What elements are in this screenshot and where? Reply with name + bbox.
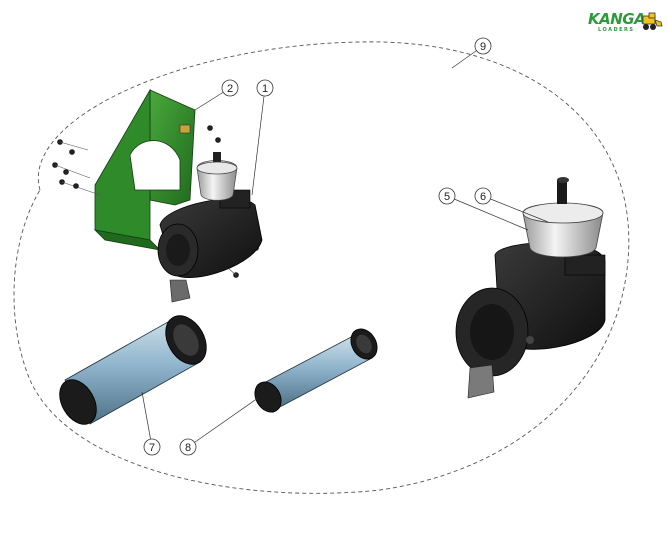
callout-number: 6 bbox=[480, 191, 486, 203]
callout-number: 8 bbox=[185, 442, 191, 454]
pre-cleaner-bowl bbox=[522, 177, 604, 258]
callout-6: 6 bbox=[474, 187, 549, 223]
callout-bubble bbox=[179, 438, 197, 456]
callout-number: 7 bbox=[149, 442, 155, 454]
assembly-boundary-outline bbox=[13, 41, 630, 494]
leader-line bbox=[482, 195, 549, 223]
callout-number: 5 bbox=[444, 191, 450, 203]
callout-1: 1 bbox=[251, 79, 274, 196]
brand-logo: KANGA LOADERS bbox=[588, 8, 664, 38]
leader-line bbox=[141, 391, 153, 448]
loader-vehicle-icon bbox=[642, 12, 663, 30]
callout-bubble bbox=[474, 37, 492, 55]
leader-line bbox=[446, 195, 529, 231]
secondary-filter-element bbox=[254, 328, 378, 413]
brand-tagline: LOADERS bbox=[598, 27, 635, 33]
callout-bubble bbox=[438, 187, 456, 205]
callout-bubble bbox=[143, 438, 161, 456]
callout-9: 9 bbox=[451, 37, 492, 69]
primary-filter-element bbox=[59, 315, 207, 425]
callout-bubble bbox=[474, 187, 492, 205]
callout-bubble bbox=[256, 79, 274, 97]
leader-line bbox=[251, 87, 266, 196]
callout-7: 7 bbox=[141, 391, 161, 456]
air-cleaner-housing bbox=[455, 242, 606, 399]
leader-line bbox=[187, 397, 259, 448]
callout-number: 1 bbox=[262, 83, 268, 95]
pre-cleaner-bowl-assembled bbox=[196, 152, 238, 201]
brand-name: KANGA bbox=[588, 10, 646, 28]
callout-number: 2 bbox=[227, 83, 233, 95]
callout-5: 5 bbox=[438, 187, 529, 231]
callout-number: 9 bbox=[480, 41, 486, 53]
callout-2: 2 bbox=[194, 79, 239, 111]
bolt-set bbox=[52, 125, 259, 278]
callout-8: 8 bbox=[179, 397, 259, 456]
mounting-bracket bbox=[93, 88, 196, 251]
air-cleaner-housing-assembled bbox=[157, 189, 263, 303]
callout-bubble bbox=[221, 79, 239, 97]
